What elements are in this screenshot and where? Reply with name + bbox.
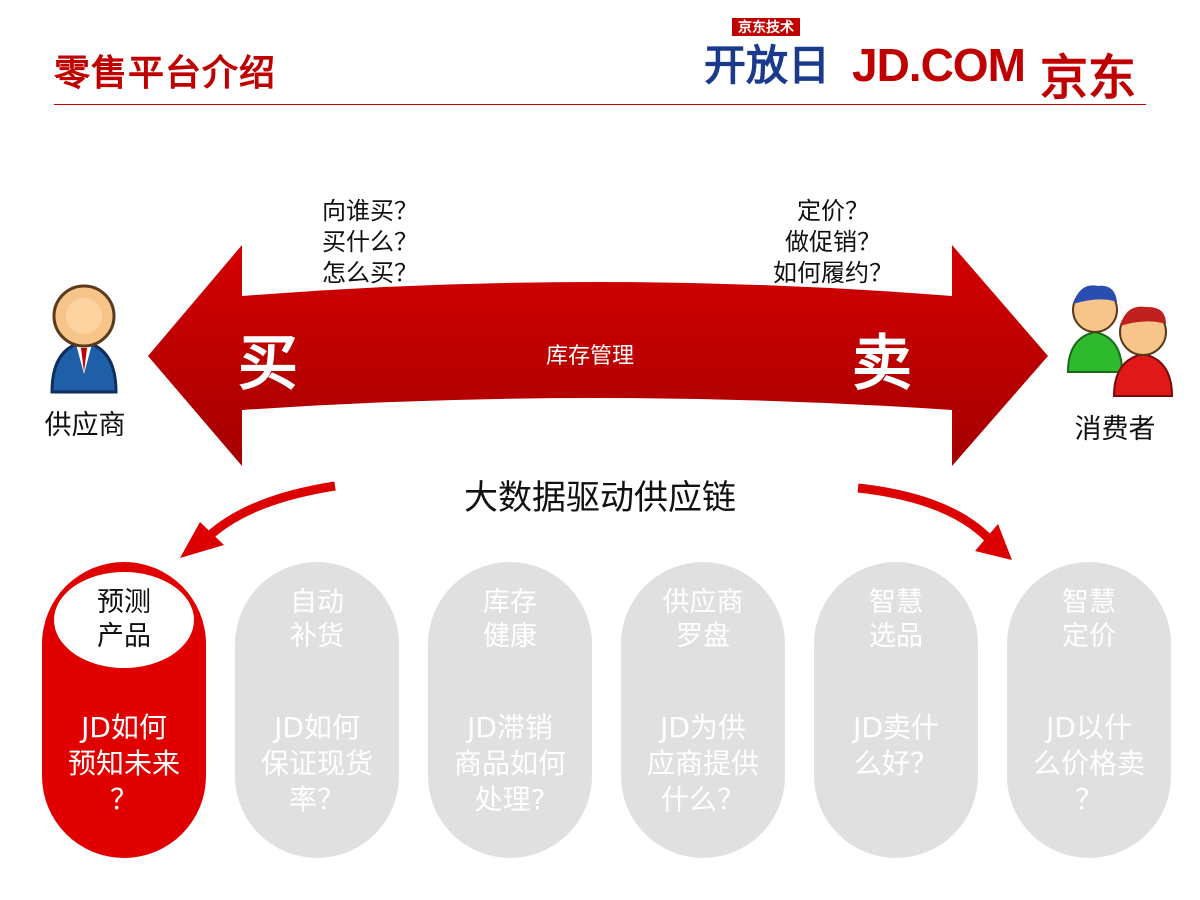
pill-body: JD为供应商提供什么？ [621,710,785,818]
curved-arrow-left-head [180,522,224,558]
inventory-management-label: 库存管理 [545,344,634,369]
pill-head-line: 库存 [483,587,537,618]
jd-logo-chinese: 京东 [1040,50,1137,106]
sell-questions: 定价？ 做促销？ 如何履约？ [758,196,908,289]
pill-body-line: JD卖什 [853,711,939,744]
pill-body-line: 预知未来 [67,747,180,780]
pill-body-line: JD如何 [274,711,360,744]
pill-supplier-compass: 供应商罗盘 JD为供应商提供什么？ [621,562,785,858]
logo-top-text: 京东技术 [738,19,794,36]
pill-head-line: 健康 [483,621,537,652]
pill-head: 供应商罗盘 [633,572,773,668]
sell-question: 做促销？ [785,228,881,256]
pill-smart-selection: 智慧选品 JD卖什么好？ [814,562,978,858]
pill-smart-pricing: 智慧定价 JD以什么价格卖？ [1007,562,1171,858]
jd-logo-text: JD.COM [852,39,1026,91]
supplier-label: 供应商 [44,410,126,441]
pill-head: 智慧定价 [1019,572,1159,668]
consumer-label: 消费者 [1074,414,1156,445]
pill-head-line: 罗盘 [676,621,730,652]
pill-head-line: 定价 [1062,621,1116,652]
pill-body-line: 应商提供 [646,747,759,780]
pill-body-line: ？ [109,783,138,816]
buy-question: 向谁买？ [322,197,418,225]
header-divider [54,104,1146,105]
pill-auto-replenish: 自动补货 JD如何保证现货率？ [235,562,399,858]
pill-head-line: 智慧 [869,587,923,618]
pill-body-line: JD滞销 [467,711,553,744]
buy-question: 怎么买？ [322,259,418,287]
pill-body-line: 率？ [288,783,345,816]
curved-arrow-right [857,483,994,544]
pill-body: JD滞销商品如何处理? [428,710,592,818]
buy-question: 买什么？ [322,228,418,256]
pill-body-line: 商品如何 [453,747,566,780]
pill-body-line: 什么？ [660,783,745,816]
pill-body: JD如何保证现货率？ [235,710,399,818]
pill-body-line: 么价格卖 [1032,747,1145,780]
pill-head-line: 智慧 [1062,587,1116,618]
pill-body: JD以什么价格卖？ [1007,710,1171,818]
logo-main-text: 开放日 [704,41,830,88]
pill-head-line: 补货 [290,621,344,652]
pill-head-line: 选品 [869,621,923,652]
pill-body-line: 么好？ [853,747,938,780]
pill-body-line: 处理? [474,783,546,816]
sell-label: 卖 [852,329,912,399]
pill-body-line: JD如何 [81,711,167,744]
pill-body-line: 保证现货 [260,747,373,780]
buy-questions: 向谁买？ 买什么？ 怎么买？ [300,196,440,289]
pill-head-line: 产品 [97,621,151,652]
curved-arrow-right-head [975,524,1012,560]
pill-forecast: 预测产品 JD如何预知未来？ [42,562,206,858]
curved-arrow-left [201,481,336,544]
pill-body-line: JD以什 [1046,711,1132,744]
sell-question: 定价？ [797,197,869,225]
pill-head: 库存健康 [440,572,580,668]
kaifang-logo: 京东技术 开放日 [704,18,830,88]
pill-head-line: 预测 [97,587,151,618]
pill-inventory-health: 库存健康 JD滞销商品如何处理? [428,562,592,858]
pill-head: 预测产品 [54,572,194,668]
logo-top-band [732,18,800,36]
pill-head: 自动补货 [247,572,387,668]
pill-head-line: 供应商 [662,587,744,618]
pill-body: JD卖什么好？ [814,710,978,782]
consumers-icon [1066,285,1174,397]
pill-head: 智慧选品 [826,572,966,668]
supplier-person-icon [50,284,118,394]
pill-head-line: 自动 [290,587,344,618]
sell-question: 如何履约？ [773,259,893,287]
page-title: 零售平台介绍 [54,53,277,94]
pill-body-line: JD为供 [660,711,746,744]
buy-label: 买 [238,329,298,399]
double-arrow [148,245,1048,466]
pill-body-line: ？ [1074,783,1103,816]
bigdata-label: 大数据驱动供应链 [464,478,736,518]
pill-body: JD如何预知未来？ [42,710,206,818]
